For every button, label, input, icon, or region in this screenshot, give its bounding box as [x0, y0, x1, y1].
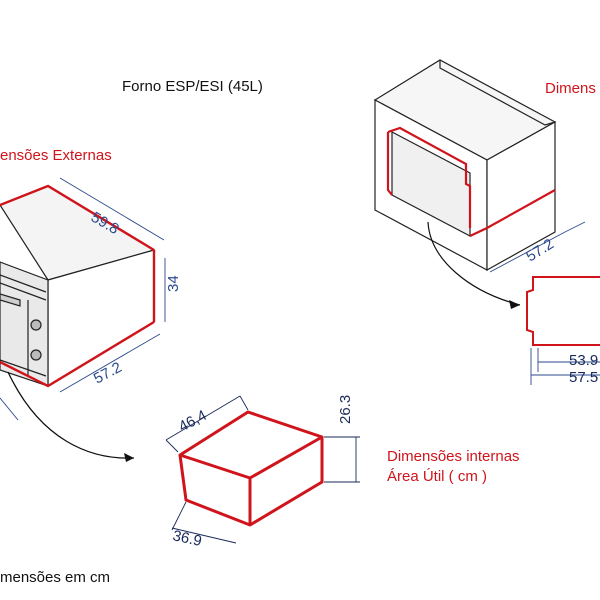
- cavity-section-profile: [526, 276, 600, 346]
- section-inner-width-label: 53.9: [569, 352, 598, 369]
- oven-panel-line: [0, 274, 47, 293]
- cavity-red-opening-left: [386, 132, 393, 196]
- cavity-side-face: [486, 120, 556, 272]
- dim-line-front: [0, 397, 19, 421]
- oven-knob-top: [30, 319, 42, 331]
- red-edge-bottom: [0, 320, 155, 388]
- units-note: mensões em cm: [0, 569, 110, 586]
- external-dimensions-label: ensões Externas: [0, 147, 112, 164]
- cavity-dim-line: [489, 231, 566, 273]
- internal-dim-depth-tick2: [239, 395, 249, 411]
- external-red-edges: [0, 184, 156, 388]
- internal-depth-label: 46,4: [176, 407, 210, 436]
- internal-width-label: 36.9: [171, 527, 203, 550]
- cavity-arrow-head: [509, 300, 520, 309]
- external-oven: [0, 185, 156, 388]
- cavity-dimension-lines: [489, 221, 586, 273]
- oven-base-line: [0, 359, 47, 377]
- external-height-label: 34: [165, 275, 182, 292]
- transition-arrow: [7, 371, 135, 459]
- cavity-top-lip: [439, 60, 556, 126]
- cavity-arrow: [427, 221, 521, 306]
- oven-panel-line: [0, 282, 47, 301]
- useful-area-label: Área Útil ( cm ): [387, 468, 487, 485]
- cavity-section: [526, 276, 600, 346]
- internal-dimensions-label: Dimensões internas: [387, 448, 520, 465]
- drawing-title: Forno ESP/ESI (45L): [122, 78, 263, 95]
- section-outer-width-label: 57.5: [569, 369, 598, 386]
- dim-line-depth: [59, 177, 165, 241]
- transition-arrow-head: [124, 453, 134, 462]
- cavity-red-edges: [386, 126, 556, 237]
- red-edge-top: [0, 184, 155, 252]
- cavity-red-opening-top: [387, 126, 472, 228]
- internal-red-edges: [178, 410, 324, 527]
- oven-knob-bottom: [30, 349, 42, 361]
- cavity-dimensions-label: Dimens: [545, 80, 596, 97]
- internal-dimension-lines: [165, 395, 360, 544]
- external-dimension-lines: [0, 177, 166, 421]
- internal-dim-width-tick: [171, 501, 187, 531]
- internal-height-label: 26.3: [337, 395, 354, 424]
- internal-dim-depth: [165, 395, 241, 441]
- cavity-box: [373, 59, 557, 272]
- cavity-dim-extension: [564, 221, 586, 233]
- internal-dim-width: [171, 527, 237, 544]
- external-width-label: 57.2: [91, 359, 125, 388]
- oven-handle: [0, 293, 21, 307]
- cavity-red-bottom-edge: [469, 189, 556, 237]
- dim-line-width: [59, 333, 161, 393]
- section-dimension-lines: [530, 348, 600, 385]
- internal-dim-depth-tick: [165, 439, 179, 453]
